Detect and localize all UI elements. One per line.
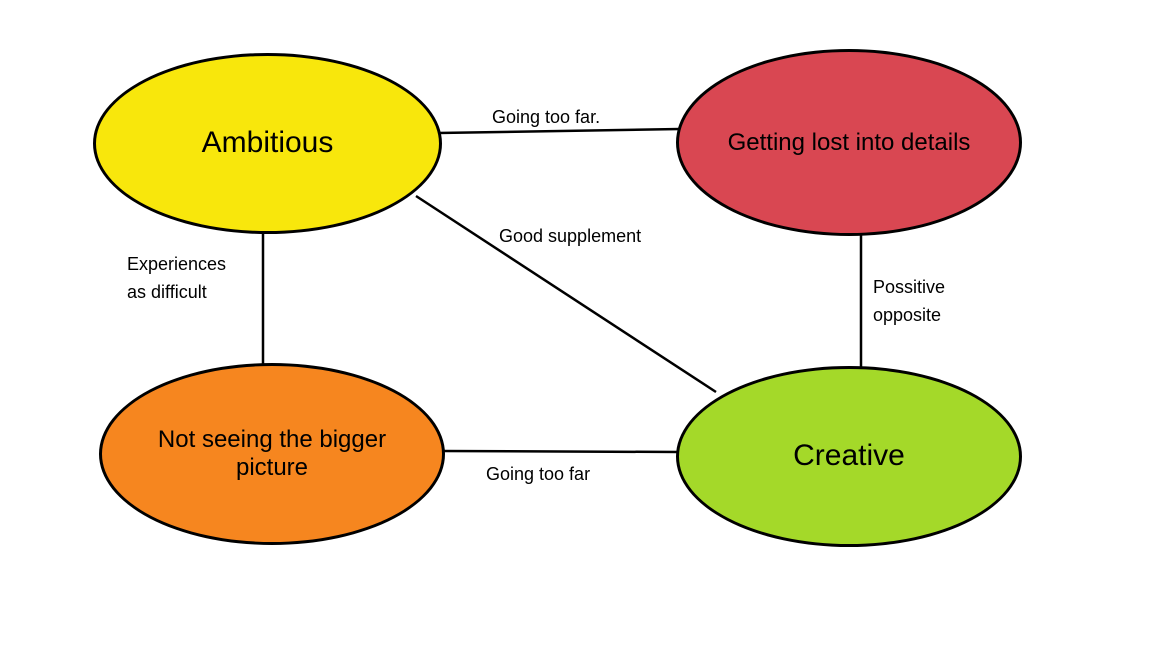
node-getting-lost-into-details-label: Getting lost into details [727, 128, 971, 156]
node-not-seeing-the-bigger-picture: Not seeing the bigger picture [99, 363, 445, 545]
edge-label-going-too-far-top: Going too far. [492, 107, 601, 127]
edge-ambitious-creative [415, 194, 717, 394]
edge-ambitious-details [437, 127, 681, 135]
edge-bigger-picture-creative [441, 449, 681, 454]
edge-label-possitive-opposite: Possitive opposite [873, 277, 946, 325]
node-creative: Creative [676, 366, 1022, 547]
edge-label-good-supplement: Good supplement [499, 226, 642, 246]
node-not-seeing-the-bigger-picture-label: Not seeing the bigger picture [157, 426, 387, 481]
node-ambitious: Ambitious [93, 53, 442, 234]
node-creative-label: Creative [793, 439, 905, 473]
node-getting-lost-into-details: Getting lost into details [676, 49, 1022, 236]
node-ambitious-label: Ambitious [201, 126, 334, 160]
edge-label-going-too-far-bottom: Going too far [486, 464, 591, 484]
edge-label-experiences-as-difficult: Experiences as difficult [127, 254, 227, 302]
